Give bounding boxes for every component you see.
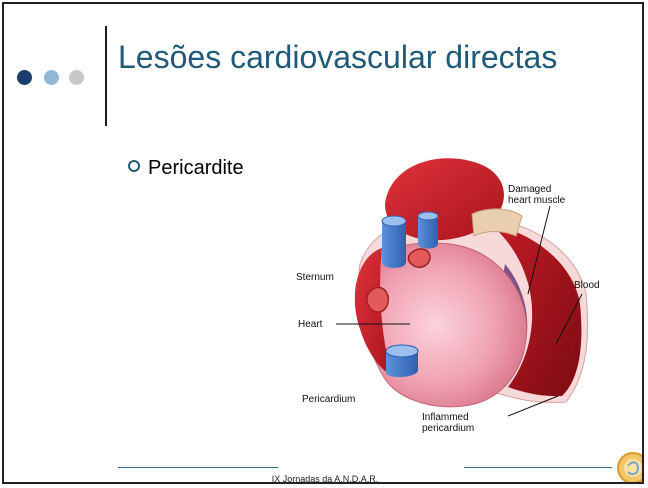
label-blood: Blood	[574, 280, 600, 291]
hollow-circle-bullet-icon	[128, 160, 140, 172]
vena-cava-opening	[382, 216, 406, 226]
footer-rule-left	[118, 467, 278, 468]
bullet-item: Pericardite	[128, 156, 244, 180]
dot-dark-icon	[17, 70, 32, 85]
label-damaged-2: heart muscle	[508, 195, 565, 206]
andar-logo-icon	[616, 448, 644, 484]
title-divider	[105, 26, 107, 126]
label-damaged-1: Damaged	[508, 184, 551, 195]
slide-title: Lesões cardiovascular directas	[118, 38, 598, 77]
ivc-opening	[386, 345, 418, 357]
heart-illustration: Sternum Heart Pericardium Damaged heart …	[290, 144, 620, 444]
dot-mid-icon	[44, 70, 59, 85]
label-sternum: Sternum	[296, 272, 334, 283]
vessel-band	[472, 209, 522, 236]
label-inflamed-1: Inflammed	[422, 412, 469, 423]
label-heart: Heart	[298, 319, 322, 330]
dot-light-icon	[69, 70, 84, 85]
label-pericardium: Pericardium	[302, 394, 355, 405]
pulmonary-opening	[418, 212, 438, 220]
coronary-vessel-2	[408, 249, 430, 267]
slide: Lesões cardiovascular directas Pericardi…	[2, 2, 644, 484]
bullet-text: Pericardite	[148, 157, 244, 179]
footer-rule-right	[464, 467, 612, 468]
footer-text: IX Jornadas da A.N.D.A.R.	[4, 474, 644, 484]
label-inflamed-2: pericardium	[422, 423, 474, 434]
coronary-vessel-1	[367, 287, 388, 312]
